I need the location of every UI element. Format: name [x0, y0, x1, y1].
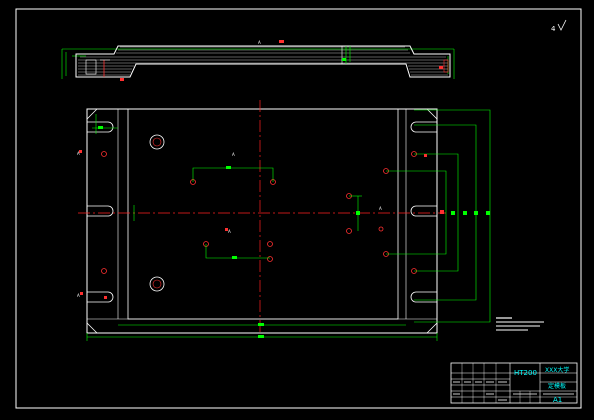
section-label-top: A — [258, 40, 261, 45]
title-block: HT200 XXX大学 定模板 A1 — [450, 362, 578, 404]
school-name: XXX大学 — [545, 366, 569, 374]
guide-hole-top — [149, 134, 165, 150]
section-mark-upper: A — [232, 152, 235, 157]
roughness-symbol-icon — [557, 19, 567, 31]
sheet-size: A1 — [553, 396, 562, 404]
section-view: A — [61, 40, 455, 81]
plan-view: A A A A A — [77, 100, 491, 341]
section-mark-right: A — [379, 206, 382, 211]
part-name: 定模板 — [548, 382, 566, 390]
material-text: HT200 — [514, 369, 537, 377]
drawing-frame — [15, 8, 582, 409]
section-mark-center: A — [228, 229, 231, 234]
section-outline — [75, 45, 451, 78]
technical-notes — [496, 317, 544, 331]
guide-hole-bottom — [149, 276, 165, 292]
section-mark-left: A — [77, 151, 80, 156]
section-mark-lower-left: A — [77, 293, 80, 298]
roughness-corner-mark: 4 — [551, 25, 556, 33]
